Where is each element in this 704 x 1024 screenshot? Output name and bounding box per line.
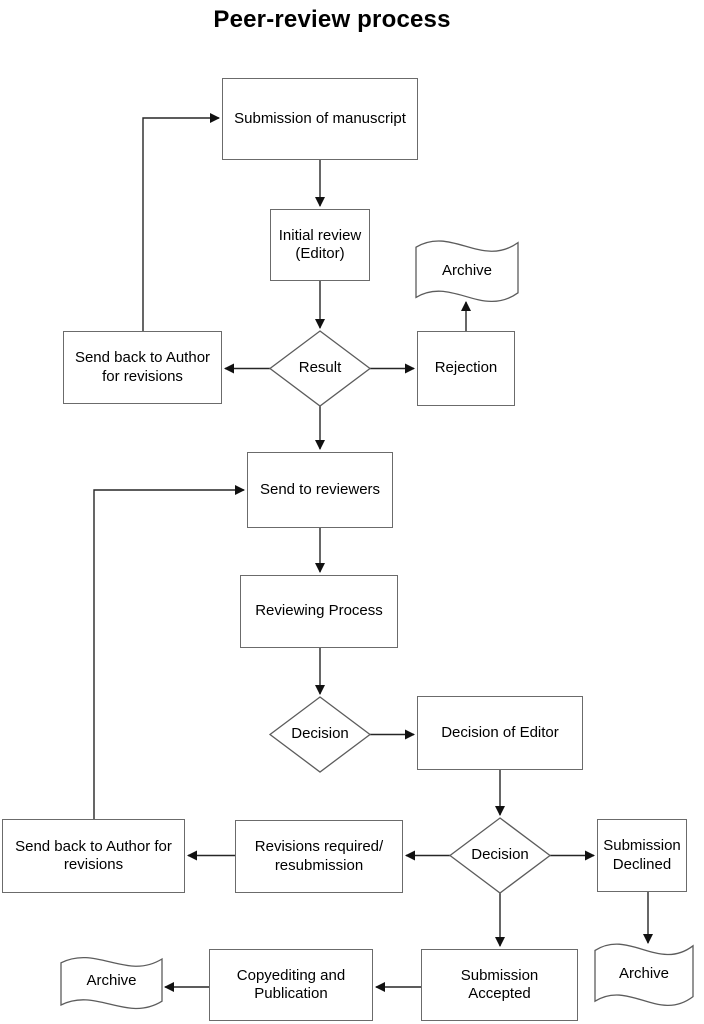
node-submission-declined: Submission Declined — [597, 819, 687, 892]
node-send-back-to-author-bottom: Send back to Author for revisions — [2, 819, 185, 893]
decision-1-diamond — [268, 696, 372, 773]
node-decision-of-editor: Decision of Editor — [417, 696, 583, 770]
decision-2-diamond — [448, 817, 552, 894]
diagram-title: Peer-review process — [213, 6, 451, 33]
archive-right-tape — [594, 943, 694, 1006]
node-copyediting-publication: Copyediting and Publication — [209, 949, 373, 1021]
node-send-back-to-author-top: Send back to Author for revisions — [63, 331, 222, 404]
connectors — [93, 113, 653, 992]
edge-send-back-top-to-submission — [142, 113, 220, 331]
node-revisions-required: Revisions required/ resubmission — [235, 820, 403, 893]
node-submission-of-manuscript: Submission of manuscript — [222, 78, 418, 160]
archive-top-tape — [415, 240, 519, 303]
archive-left-tape — [60, 957, 163, 1010]
node-submission-accepted: Submission Accepted — [421, 949, 578, 1021]
node-reviewing-process: Reviewing Process — [240, 575, 398, 648]
node-initial-review: Initial review (Editor) — [270, 209, 370, 281]
node-send-to-reviewers: Send to reviewers — [247, 452, 393, 528]
node-rejection: Rejection — [417, 331, 515, 406]
shape-outlines — [60, 240, 694, 1010]
result-diamond — [268, 330, 372, 407]
edge-send-back-bottom-to-send-to-reviewers — [93, 485, 245, 819]
